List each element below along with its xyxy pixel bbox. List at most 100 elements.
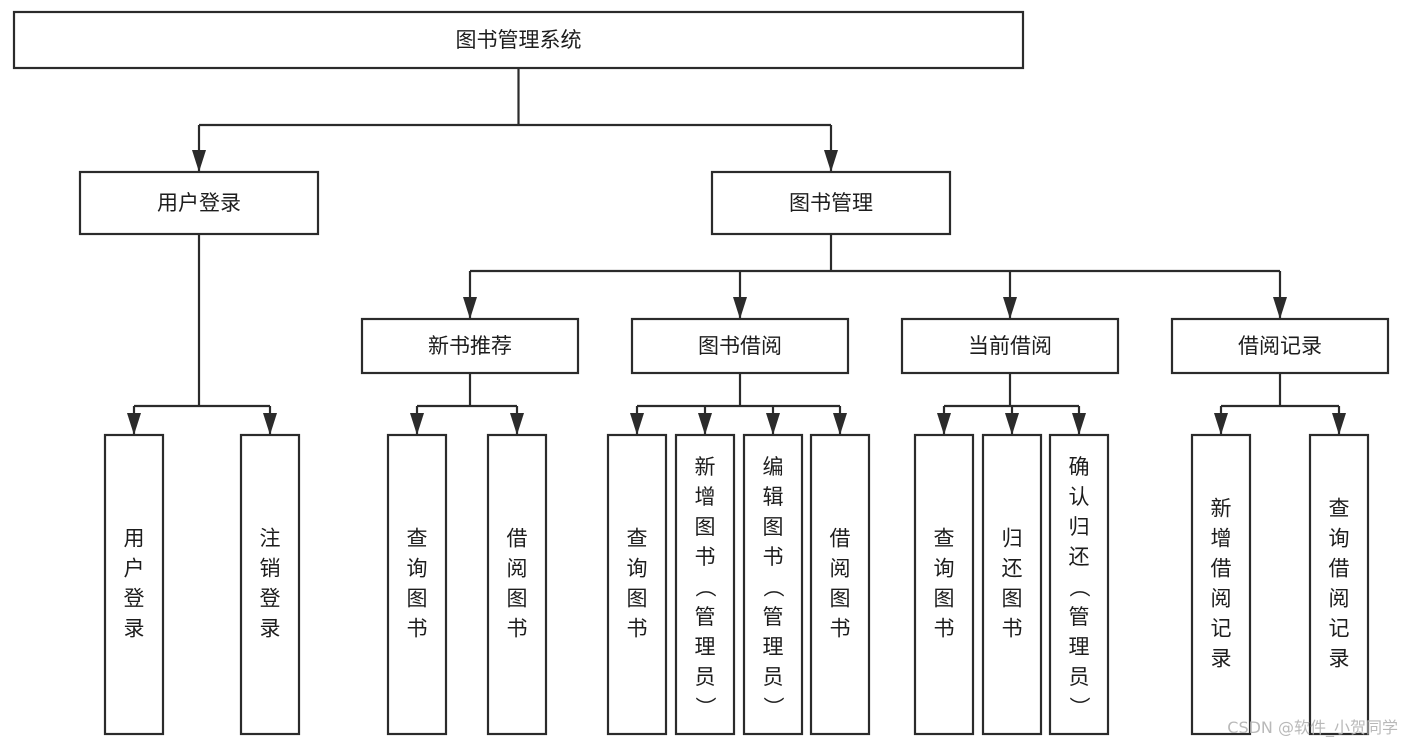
svg-text:查: 查 [407, 527, 428, 551]
node-box-book-manage[interactable] [710, 170, 952, 236]
svg-text:图: 图 [830, 587, 851, 611]
node-borrow-record[interactable]: 借阅记录 [1170, 317, 1390, 375]
node-box-leaf-borrow-book-rec[interactable] [486, 433, 548, 736]
svg-text:录: 录 [260, 617, 281, 641]
node-box-current-borrow[interactable] [900, 317, 1120, 375]
arrow-head-icon [766, 413, 780, 435]
node-label-current-borrow: 当前借阅 [968, 334, 1052, 358]
svg-text:销: 销 [260, 557, 281, 581]
svg-text:辑: 辑 [763, 485, 784, 509]
arrow-head-icon [698, 413, 712, 435]
svg-text:书: 书 [627, 617, 648, 641]
node-box-leaf-query-book-rec[interactable] [386, 433, 448, 736]
node-box-leaf-confirm-return[interactable] [1048, 433, 1110, 736]
node-new-book-recommend[interactable]: 新书推荐 [360, 317, 580, 375]
svg-text:阅: 阅 [830, 557, 851, 581]
connector-layer [127, 68, 1346, 435]
arrow-head-icon [1273, 297, 1287, 319]
node-box-user-login[interactable] [78, 170, 320, 236]
svg-text:书: 书 [507, 617, 528, 641]
svg-text:书: 书 [1002, 617, 1023, 641]
node-box-leaf-add-book[interactable] [674, 433, 736, 736]
node-box-leaf-query-book-borrow[interactable] [606, 433, 668, 736]
svg-text:查: 查 [1329, 497, 1350, 521]
node-label-user-login: 用户登录 [157, 191, 241, 215]
arrow-head-icon [263, 413, 277, 435]
svg-text:书: 书 [934, 617, 955, 641]
arrow-head-icon [192, 150, 206, 172]
svg-text:询: 询 [934, 557, 955, 581]
svg-text:图: 图 [627, 587, 648, 611]
svg-text:员: 员 [695, 665, 716, 689]
node-box-leaf-edit-book[interactable] [742, 433, 804, 736]
arrow-head-icon [833, 413, 847, 435]
node-label-book-borrow: 图书借阅 [698, 334, 782, 358]
svg-text:图: 图 [934, 587, 955, 611]
svg-text:图: 图 [763, 515, 784, 539]
svg-text:员: 员 [1069, 665, 1090, 689]
node-box-leaf-query-borrow-record[interactable] [1308, 433, 1370, 736]
svg-text:书: 书 [763, 545, 784, 569]
svg-text:还: 还 [1002, 557, 1023, 581]
node-box-new-book-recommend[interactable] [360, 317, 580, 375]
svg-text:确: 确 [1069, 455, 1090, 479]
svg-text:）: ） [1067, 697, 1091, 718]
node-box-borrow-record[interactable] [1170, 317, 1390, 375]
svg-text:阅: 阅 [507, 557, 528, 581]
svg-text:增: 增 [1211, 527, 1232, 551]
svg-text:认: 认 [1069, 485, 1090, 509]
svg-text:图: 图 [1002, 587, 1023, 611]
node-leaf-user-login[interactable]: 用户登录 [103, 433, 165, 736]
node-book-borrow[interactable]: 图书借阅 [630, 317, 850, 375]
node-label-root: 图书管理系统 [456, 28, 582, 52]
node-box-root[interactable] [12, 10, 1025, 70]
node-box-leaf-user-login[interactable] [103, 433, 165, 736]
node-user-login[interactable]: 用户登录 [78, 170, 320, 236]
svg-text:管: 管 [1069, 605, 1090, 629]
svg-text:询: 询 [407, 557, 428, 581]
svg-text:（: （ [1067, 577, 1091, 598]
svg-text:新: 新 [1211, 497, 1232, 521]
csdn-watermark: CSDN @软件_小贺同学 [1227, 718, 1398, 738]
svg-text:借: 借 [1329, 557, 1350, 581]
node-current-borrow[interactable]: 当前借阅 [900, 317, 1120, 375]
svg-text:）: ） [693, 697, 717, 718]
arrow-head-icon [510, 413, 524, 435]
node-box-leaf-query-book-cur[interactable] [913, 433, 975, 736]
node-box-book-borrow[interactable] [630, 317, 850, 375]
node-book-manage[interactable]: 图书管理 [710, 170, 952, 236]
svg-text:记: 记 [1211, 617, 1232, 641]
node-box-leaf-return-book[interactable] [981, 433, 1043, 736]
svg-text:图: 图 [507, 587, 528, 611]
node-root[interactable]: 图书管理系统 [12, 10, 1025, 70]
node-box-leaf-borrow-book[interactable] [809, 433, 871, 736]
svg-text:增: 增 [695, 485, 716, 509]
svg-text:录: 录 [124, 617, 145, 641]
node-label-leaf-user-login: 用户登录 [124, 527, 145, 641]
node-label-book-manage: 图书管理 [789, 191, 873, 215]
node-box-leaf-logout[interactable] [239, 433, 301, 736]
node-box-leaf-add-borrow-record[interactable] [1190, 433, 1252, 736]
svg-text:阅: 阅 [1329, 587, 1350, 611]
svg-text:管: 管 [763, 605, 784, 629]
